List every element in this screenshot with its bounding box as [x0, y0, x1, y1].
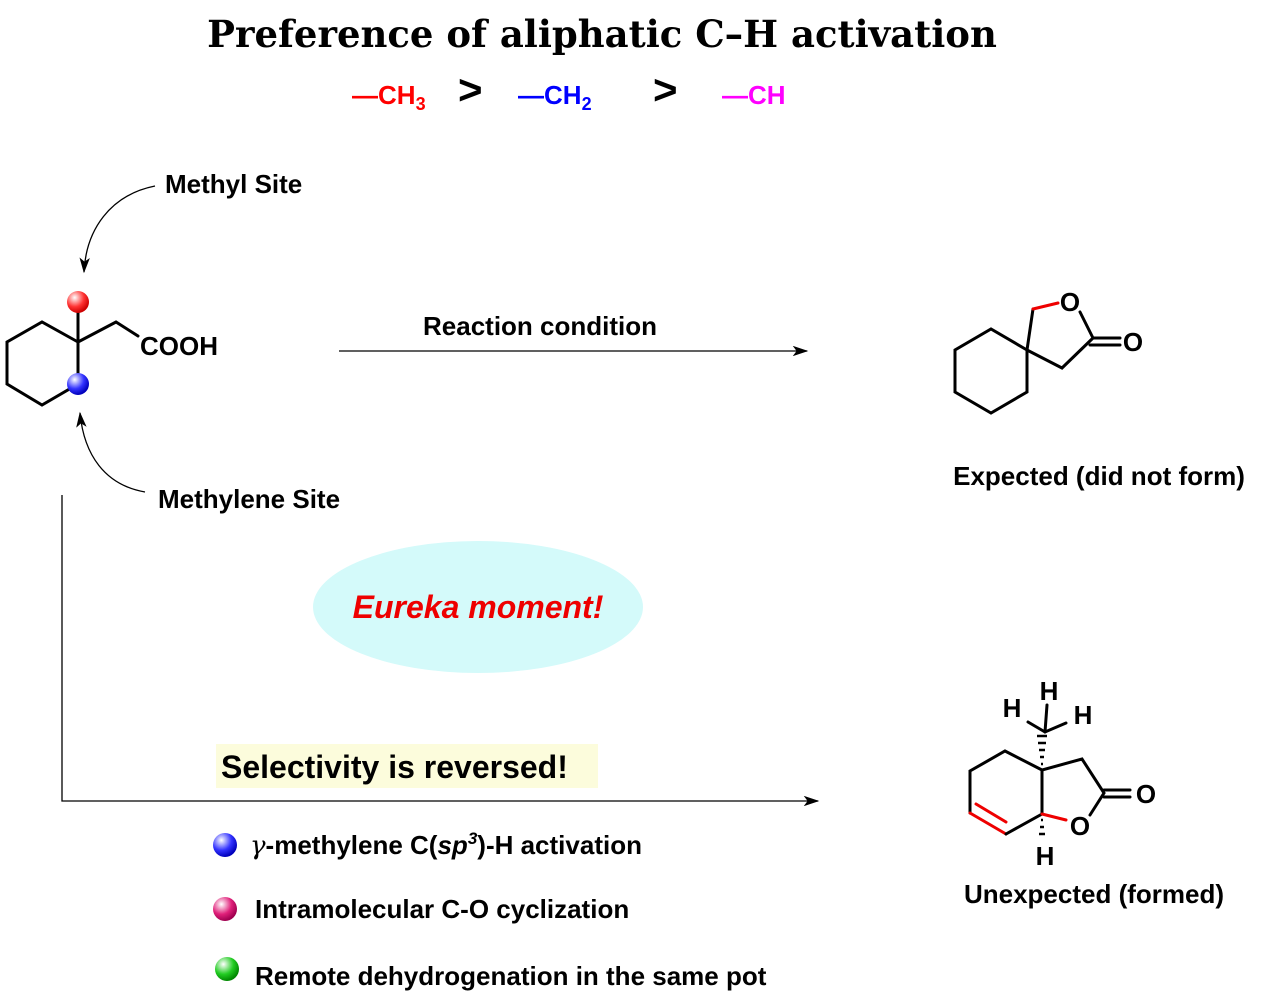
- starting-material-structure: COOH: [5, 291, 218, 407]
- oxygen-atom: O: [1123, 327, 1143, 357]
- cooh-label: COOH: [140, 331, 218, 361]
- hydrogen-atom: H: [1003, 693, 1022, 723]
- oxygen-atom: O: [1136, 779, 1156, 809]
- hashed-wedge-methyl: [1037, 734, 1047, 766]
- hashed-wedge-h: [1039, 818, 1045, 836]
- expected-product-structure: O O: [953, 287, 1143, 415]
- unexpected-path-arrow: [61, 495, 820, 807]
- methyl-group-label: —CH3: [352, 80, 426, 114]
- eureka-bubble: [313, 541, 643, 673]
- hydrogen-atom: H: [1040, 676, 1059, 706]
- green-ball-icon: [215, 957, 239, 981]
- reaction-condition-label: Reaction condition: [423, 311, 657, 341]
- hydrogen-atom: H: [1074, 700, 1093, 730]
- methyl-site-ball: [67, 291, 89, 313]
- blue-ball-icon: [213, 833, 237, 857]
- oxygen-atom: O: [1060, 287, 1080, 317]
- methyl-site-arrow: [79, 185, 156, 274]
- hydrogen-atom: H: [1036, 841, 1055, 871]
- selectivity-text: Selectivity is reversed!: [221, 749, 568, 785]
- unexpected-product-label: Unexpected (formed): [964, 879, 1224, 909]
- methylene-site-ball: [67, 373, 89, 395]
- greater-than-sign: >: [653, 66, 678, 113]
- expected-product-label: Expected (did not form): [953, 461, 1245, 491]
- methylene-site-label: Methylene Site: [158, 484, 340, 514]
- bullet-methylene-activation: γ-methylene C(sp3)-H activation: [250, 829, 642, 861]
- oxygen-atom: O: [1070, 811, 1090, 841]
- selectivity-highlight: [216, 744, 598, 788]
- methine-group-label: —CH: [722, 80, 786, 110]
- methylene-group-label: —CH2: [518, 80, 592, 114]
- methyl-site-label: Methyl Site: [165, 169, 302, 199]
- methylene-site-arrow: [76, 411, 146, 493]
- greater-than-sign: >: [458, 66, 483, 113]
- page-title: Preference of aliphatic C–H activation: [207, 12, 997, 56]
- pink-ball-icon: [213, 897, 237, 921]
- eureka-text: Eureka moment!: [353, 589, 604, 625]
- unexpected-product-structure: H H H H O O: [968, 676, 1156, 871]
- reactivity-order: —CH3 > —CH2 > —CH: [352, 66, 786, 114]
- bullet-cyclization: Intramolecular C-O cyclization: [255, 894, 629, 924]
- bullet-dehydrogenation: Remote dehydrogenation in the same pot: [255, 961, 767, 991]
